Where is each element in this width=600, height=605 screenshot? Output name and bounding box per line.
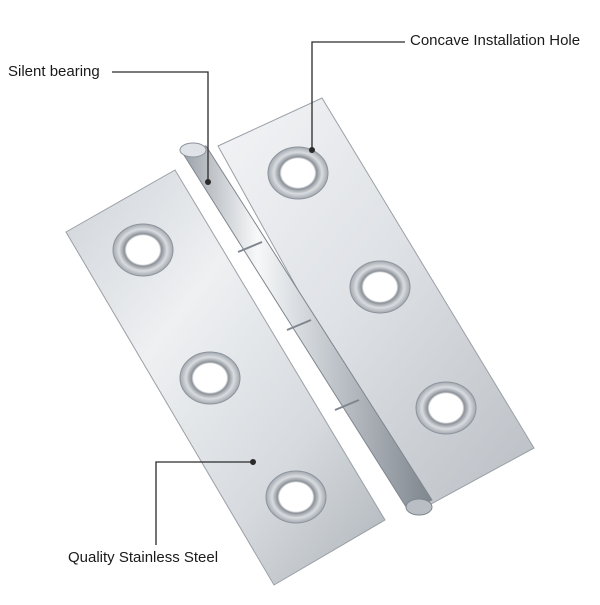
- callout-silent-bearing: [112, 71, 211, 185]
- hinge-knuckle: [179, 142, 433, 516]
- callout-stainless-steel: [155, 459, 256, 545]
- callout-concave-hole: [309, 41, 405, 153]
- installation-holes-right: [267, 146, 477, 435]
- installation-holes-left: [112, 223, 327, 524]
- label-silent-bearing: Silent bearing: [8, 63, 100, 80]
- label-quality-stainless-steel: Quality Stainless Steel: [68, 549, 219, 566]
- label-concave-installation-hole: Concave Installation Hole: [410, 32, 581, 49]
